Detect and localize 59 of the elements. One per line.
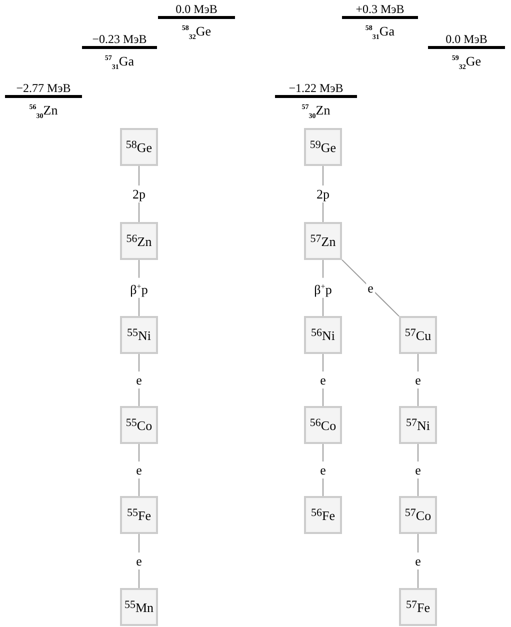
nuclide-label: $^{58}$Ge xyxy=(126,138,152,156)
edge-label: e xyxy=(413,372,423,388)
connector-line xyxy=(322,260,324,316)
energy-value: +0.3 МэВ xyxy=(354,2,406,16)
nuclide-label: $^{55}$Co xyxy=(126,416,152,434)
nuclide-label: $^{57}$Zn xyxy=(310,232,336,250)
edge-label: e xyxy=(413,552,423,570)
nuclide-box xyxy=(304,406,342,444)
nuclide-box xyxy=(120,316,158,354)
edge-label: e xyxy=(413,462,423,478)
connector-line xyxy=(138,534,140,588)
nuclide-box xyxy=(120,588,158,626)
nuclide-box xyxy=(399,316,437,354)
nuclide-label: $^{57}$Cu xyxy=(404,326,432,344)
connector-line xyxy=(138,444,140,496)
nuclide-box xyxy=(120,128,158,166)
nuclide-box xyxy=(120,496,158,534)
edge-label: e xyxy=(318,462,328,478)
edge-label: β$^{+}$p xyxy=(312,278,334,298)
edge-label: e xyxy=(366,280,376,296)
edge-label: β$^{+}$p xyxy=(128,278,150,298)
edge-label: 2p xyxy=(130,186,148,202)
nuclide-label: $^{56}$Co xyxy=(310,416,336,434)
nuclide-label: $^{56}$Zn xyxy=(126,232,152,250)
nuclide-label: $^{59}$Ge xyxy=(310,138,336,156)
nuclide-label: $^{57}$Co xyxy=(404,506,432,524)
connector-line xyxy=(138,260,140,316)
edge-label: e xyxy=(134,552,144,570)
connector-line xyxy=(138,354,140,406)
nuclide-box xyxy=(304,128,342,166)
edge-label: 2p xyxy=(314,186,332,202)
nuclide-label: $^{57}$Fe xyxy=(406,598,430,616)
energy-value: 0.0 МэВ xyxy=(174,2,218,16)
connector-line xyxy=(138,166,140,222)
nuclide-box xyxy=(399,406,437,444)
nuclide-box xyxy=(120,406,158,444)
nuclide-label: $^{56}$Ni xyxy=(311,326,335,344)
energy-value: 0.0 МэВ xyxy=(444,32,488,46)
energy-value: −2.77 МэВ xyxy=(15,81,72,95)
nuclide-box xyxy=(304,316,342,354)
energy-value: −0.23 МэВ xyxy=(91,32,148,46)
connector-line xyxy=(322,166,324,222)
nuclide-box xyxy=(399,496,437,534)
nuclide-box xyxy=(399,588,437,626)
energy-value: −1.22 МэВ xyxy=(288,81,344,95)
nuclide-box xyxy=(120,222,158,260)
nuclide-label: $^{55}$Mn xyxy=(124,598,154,616)
nuclide-label: $^{55}$Ni xyxy=(127,326,151,344)
edge-label: e xyxy=(134,372,144,388)
nuclide-label: $^{56}$Fe xyxy=(311,506,335,524)
nuclide-label: $^{55}$Fe xyxy=(127,506,151,524)
nuclide-label: $^{57}$Ni xyxy=(406,416,430,434)
connector-line xyxy=(322,444,324,496)
connector-line xyxy=(322,354,324,406)
edge-label: e xyxy=(134,462,144,478)
nuclide-box xyxy=(304,222,342,260)
connector-line xyxy=(342,259,400,317)
nuclide-box xyxy=(304,496,342,534)
edge-label: e xyxy=(318,372,328,388)
